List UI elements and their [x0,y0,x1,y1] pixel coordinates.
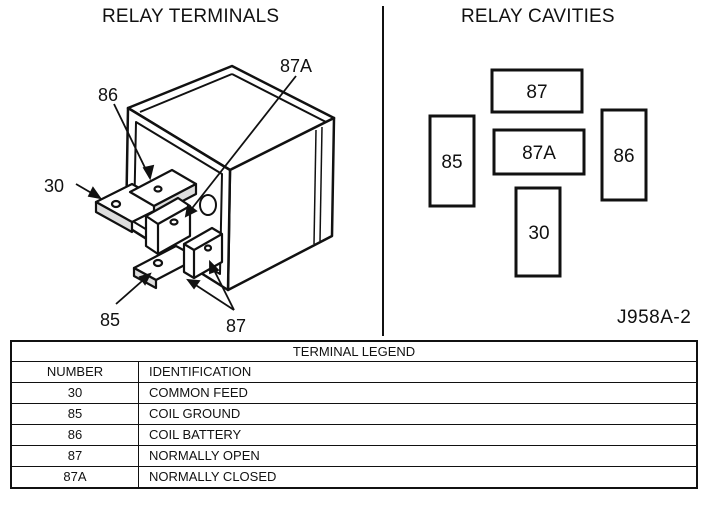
legend-title-row: TERMINAL LEGEND [10,340,698,362]
terminal-label-87: 87 [226,316,246,336]
legend-identification: NORMALLY CLOSED [138,466,698,489]
table-row: 30 COMMON FEED [10,382,698,404]
section-divider [382,6,384,336]
terminal-label-87a: 87A [280,56,312,76]
cavity-85-box [428,114,476,208]
cavity-label-86: 86 [613,146,634,167]
legend-header-number: NUMBER [10,361,139,383]
legend-identification: COIL BATTERY [138,424,698,446]
terminal-label-85: 85 [100,310,120,330]
relay-diagram: 86 87A 30 85 87 87 87A 85 86 30 [44,56,648,336]
cavity-label-87: 87 [526,82,547,103]
relay-cavities-heading: RELAY CAVITIES [461,6,615,27]
legend-number: 30 [10,382,139,404]
table-row: 87A NORMALLY CLOSED [10,466,698,489]
legend-title: TERMINAL LEGEND [10,340,698,362]
legend-number: 87A [10,466,139,489]
legend-header-identification: IDENTIFICATION [138,361,698,383]
terminal-legend-table: TERMINAL LEGEND NUMBER IDENTIFICATION 30… [10,340,698,489]
terminal-label-30: 30 [44,176,64,196]
legend-identification: COIL GROUND [138,403,698,425]
terminal-87a-blade [144,196,192,256]
cavity-30-box [514,186,562,278]
table-row: 86 COIL BATTERY [10,424,698,446]
table-row: 85 COIL GROUND [10,403,698,425]
leader-86 [113,103,151,179]
table-row: 87 NORMALLY OPEN [10,445,698,467]
relay-terminals-heading: RELAY TERMINALS [102,6,280,27]
legend-identification: NORMALLY OPEN [138,445,698,467]
legend-number: 87 [10,445,139,467]
cavity-label-87a: 87A [522,143,556,164]
legend-number: 86 [10,424,139,446]
leader-87a [185,75,297,217]
figure-id: J958A-2 [617,307,692,328]
legend-header-row: NUMBER IDENTIFICATION [10,361,698,383]
cavity-87a-box [492,128,586,176]
legend-number: 85 [10,403,139,425]
cavity-label-30: 30 [528,223,549,244]
cavity-label-85: 85 [441,152,462,173]
cavity-87-box [490,68,584,114]
cavity-86-box [600,108,648,202]
terminal-label-86: 86 [98,85,118,105]
legend-identification: COMMON FEED [138,382,698,404]
